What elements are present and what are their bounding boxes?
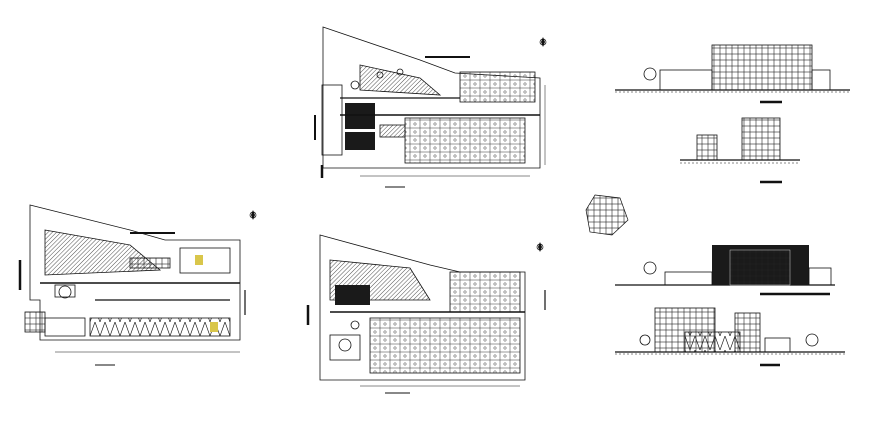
floor-plan-lower-center [306,234,546,394]
building-elevation-1 [615,245,835,296]
floor-plan-lower-left [18,204,246,366]
north-arrow-icon [539,37,547,47]
building-section-2 [680,117,800,184]
building-section-1 [615,44,850,104]
north-arrow-icon [536,242,544,252]
building-elevation-2 [615,307,845,367]
north-arrow-icon [249,210,257,220]
site-key-plan [585,194,629,236]
floor-plan-upper [314,26,546,188]
